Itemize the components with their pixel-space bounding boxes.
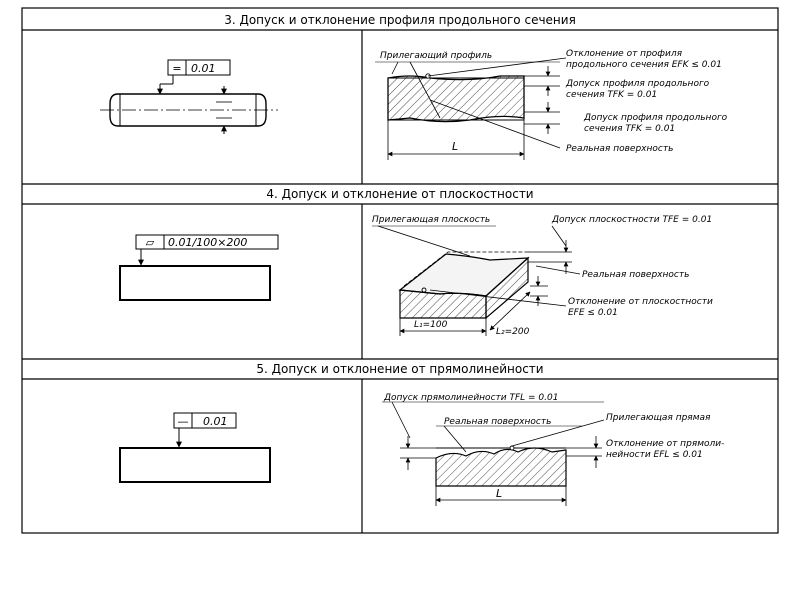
- section-5-adjacent-line-label: Прилегающая прямая: [606, 413, 711, 423]
- section-4-plate-drawing: [372, 225, 581, 336]
- section-3-frame-value: 0.01: [191, 62, 216, 75]
- section-5-profile-drawing: [382, 401, 605, 506]
- section-4-deviation-label-2: EFE ≤ 0.01: [568, 308, 618, 318]
- section-5-length-label: L: [496, 487, 502, 500]
- section-3-tolerance-a-label-1: Допуск профиля продольного: [565, 79, 710, 89]
- section-3-deviation-label-1: Отклонение от профиля: [566, 49, 683, 59]
- section-4-l2-label: L₂=200: [496, 327, 530, 337]
- section-3-profile-drawing: [375, 57, 567, 160]
- section-4-deviation-label-1: Отклонение от плоскостности: [568, 297, 713, 307]
- section-4-real-surface-label: Реальная поверхность: [582, 270, 689, 280]
- section-5-real-surface-label: Реальная поверхность: [444, 417, 551, 427]
- section-5-tolerance-label: Допуск прямолинейности TFL = 0.01: [383, 393, 558, 403]
- section-3-tolerance-a-label-2: сечения TFK = 0.01: [566, 90, 657, 100]
- section-3-deviation-label-2: продольного сечения EFK ≤ 0.01: [566, 60, 722, 70]
- section-5-deviation-label-1: Отклонение от прямоли-: [606, 439, 724, 449]
- section-3-tolerance-b-label-2: сечения TFK = 0.01: [584, 124, 675, 134]
- section-4-tolerance-label: Допуск плоскостности TFE = 0.01: [551, 215, 712, 225]
- section-4-adjacent-plane-label: Прилегающая плоскость: [372, 215, 490, 225]
- section-5-title: 5. Допуск и отклонение от прямолинейност…: [256, 362, 543, 376]
- section-3-tolerance-b-label-1: Допуск профиля продольного: [583, 113, 728, 123]
- section-3-real-surface-label: Реальная поверхность: [566, 144, 673, 154]
- section-3-frame-symbol: =: [172, 62, 181, 75]
- section-5-frame-value: 0.01: [203, 415, 228, 428]
- section-4-part-drawing: [119, 234, 279, 301]
- section-5-part-drawing: [119, 412, 271, 483]
- section-4-frame-value: 0.01/100×200: [168, 236, 247, 249]
- table-frame: [21, 7, 779, 534]
- section-5-deviation-label-2: нейности EFL ≤ 0.01: [606, 450, 703, 460]
- section-3-shaft-drawing: [100, 59, 278, 134]
- section-4-title: 4. Допуск и отклонение от плоскостности: [266, 187, 533, 201]
- section-5-frame-symbol: —: [178, 415, 189, 428]
- section-3-title: 3. Допуск и отклонение профиля продольно…: [224, 13, 576, 27]
- section-3-adjacent-profile-label: Прилегающий профиль: [380, 51, 492, 61]
- section-4-frame-symbol: ▱: [146, 236, 155, 249]
- section-4-l1-label: L₁=100: [414, 320, 448, 330]
- section-3-length-label: L: [452, 140, 458, 153]
